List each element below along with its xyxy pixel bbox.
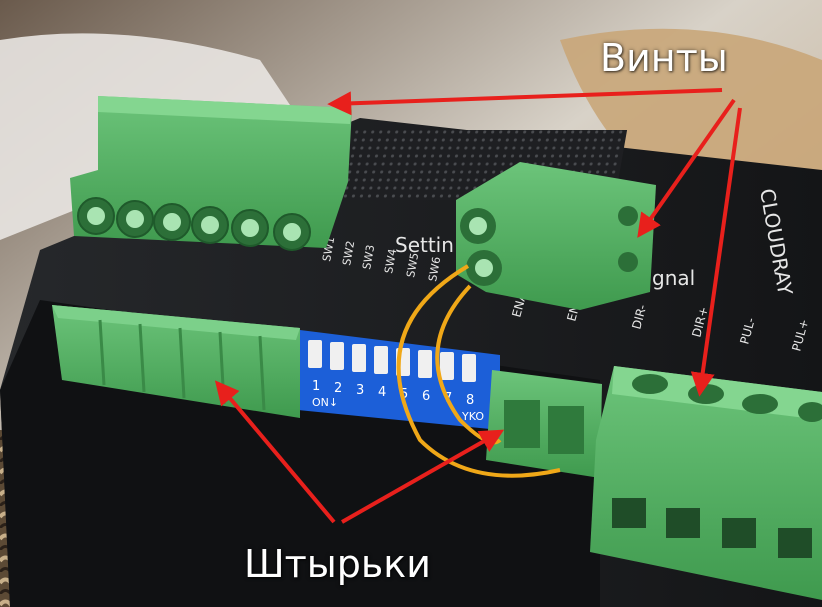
dip-number: 5: [400, 387, 408, 402]
pins-arrows: [214, 380, 505, 524]
screw-terminal-6pin: [70, 96, 352, 251]
screws-arrows: [327, 88, 742, 397]
dip-on-label: ON↓: [312, 396, 338, 409]
dip-number: 3: [356, 383, 364, 398]
screw-terminal-4pin: [590, 366, 822, 600]
dip-number: 1: [312, 379, 320, 394]
screws-caption: Винты: [600, 36, 728, 80]
sw-label: SW2: [340, 240, 357, 267]
switch-labels: SW1 SW2 SW3 SW4 SW5 SW6: [320, 236, 443, 283]
settings-section-label: Settin: [395, 233, 454, 257]
pin-header-small: [486, 370, 602, 478]
sw-label: SW6: [426, 256, 443, 283]
signal-label: DIR-: [629, 303, 649, 331]
sw-label: SW3: [360, 244, 377, 271]
pins-caption: Штырьки: [244, 542, 431, 586]
sw-label: SW4: [382, 248, 399, 275]
signal-label: PUL-: [737, 316, 757, 346]
sw-label: SW5: [404, 252, 421, 279]
signal-section-label: gnal: [652, 266, 695, 290]
dip-number: 8: [466, 393, 474, 408]
dip-number: 2: [334, 381, 342, 396]
dip-number: 6: [422, 389, 430, 404]
screw-terminal-2pin: [456, 162, 656, 310]
dip-number: 4: [378, 385, 386, 400]
dip-side-label: YKO: [461, 410, 484, 423]
